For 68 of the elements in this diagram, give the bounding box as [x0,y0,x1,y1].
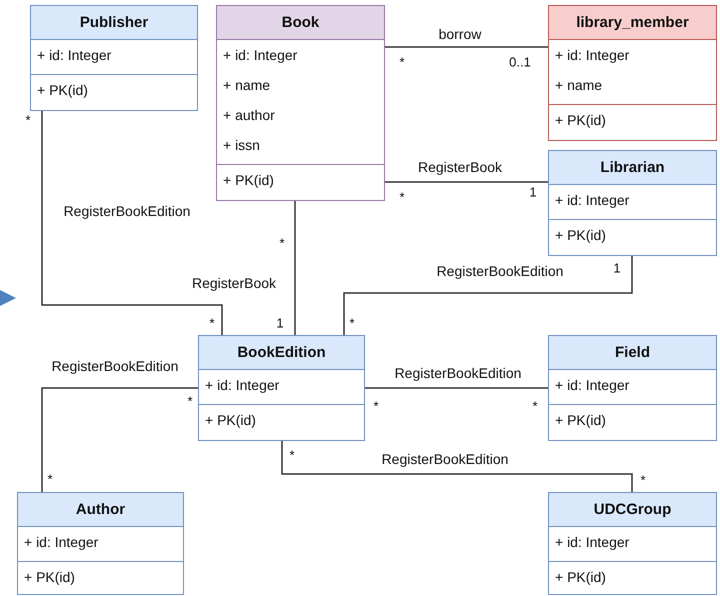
association-line [343,256,633,335]
method-text: + PK(id) [554,568,607,587]
attribute-text: + name [222,76,272,95]
class-box [548,5,717,141]
method-text: + PK(id) [554,111,607,130]
multiplicity-label: * [279,236,285,250]
edge-label: borrow [438,26,482,42]
multiplicity-label: * [532,398,538,414]
class-box [30,5,198,111]
attribute-text: + id: Integer [36,46,112,65]
multiplicity-label: * [25,112,31,128]
method-text: + PK(id) [554,226,607,245]
attribute-text: + id: Integer [23,533,100,552]
association-line [385,181,548,183]
multiplicity-label: * [373,398,379,414]
method-text: + PK(id) [554,411,607,430]
association-line [365,387,548,389]
association-line [41,111,223,335]
edge-label: RegisterBook [416,159,504,175]
method-text: + PK(id) [23,568,76,587]
method-text: + PK(id) [36,81,89,100]
multiplicity-label: * [209,316,215,330]
association-line [294,201,296,335]
edge-label: RegisterBookEdition [380,451,510,467]
edge-label: RegisterBookEdition [436,263,564,279]
edge-label: RegisterBookEdition [62,203,192,219]
method-text: + PK(id) [204,411,257,430]
class-name: BookEdition [199,336,364,370]
attribute-text: + issn [222,136,261,155]
class-name: UDCGroup [549,493,716,527]
class-box [548,150,717,256]
class-name: Book [217,6,384,40]
attribute-text: + id: Integer [222,46,298,65]
multiplicity-label: * [47,472,53,486]
multiplicity-label: * [289,448,295,462]
attribute-text: + id: Integer [554,533,630,552]
edge-label: RegisterBookEdition [50,358,180,374]
multiplicity-label: * [640,472,646,488]
edge-label: RegisterBook [190,275,278,291]
edge-label: RegisterBookEdition [394,365,522,381]
method-text: + PK(id) [222,171,275,190]
class-name: Author [18,493,183,527]
attribute-text: + id: Integer [204,376,280,395]
class-name: Librarian [549,151,716,185]
attribute-text: + author [222,106,276,125]
attribute-text: + id: Integer [554,46,630,65]
class-box [216,5,385,201]
multiplicity-label: * [399,54,405,70]
class-box [548,335,717,441]
class-name: Publisher [31,6,197,40]
multiplicity-label: 1 [613,260,621,276]
multiplicity-label: 1 [529,184,537,200]
attribute-text: + name [554,76,604,95]
class-box [17,492,184,595]
class-name: library_member [549,6,716,40]
attribute-text: + id: Integer [554,376,630,395]
multiplicity-label: * [187,394,193,408]
multiplicity-label: 0..1 [509,54,531,70]
association-line [385,46,548,48]
attribute-text: + id: Integer [554,191,630,210]
class-name: Field [549,336,716,370]
multiplicity-label: * [399,190,405,204]
multiplicity-label: 1 [276,316,284,330]
association-line [281,441,633,492]
multiplicity-label: * [349,316,355,330]
association-line [41,387,198,492]
class-box [548,492,717,595]
class-box [198,335,365,441]
